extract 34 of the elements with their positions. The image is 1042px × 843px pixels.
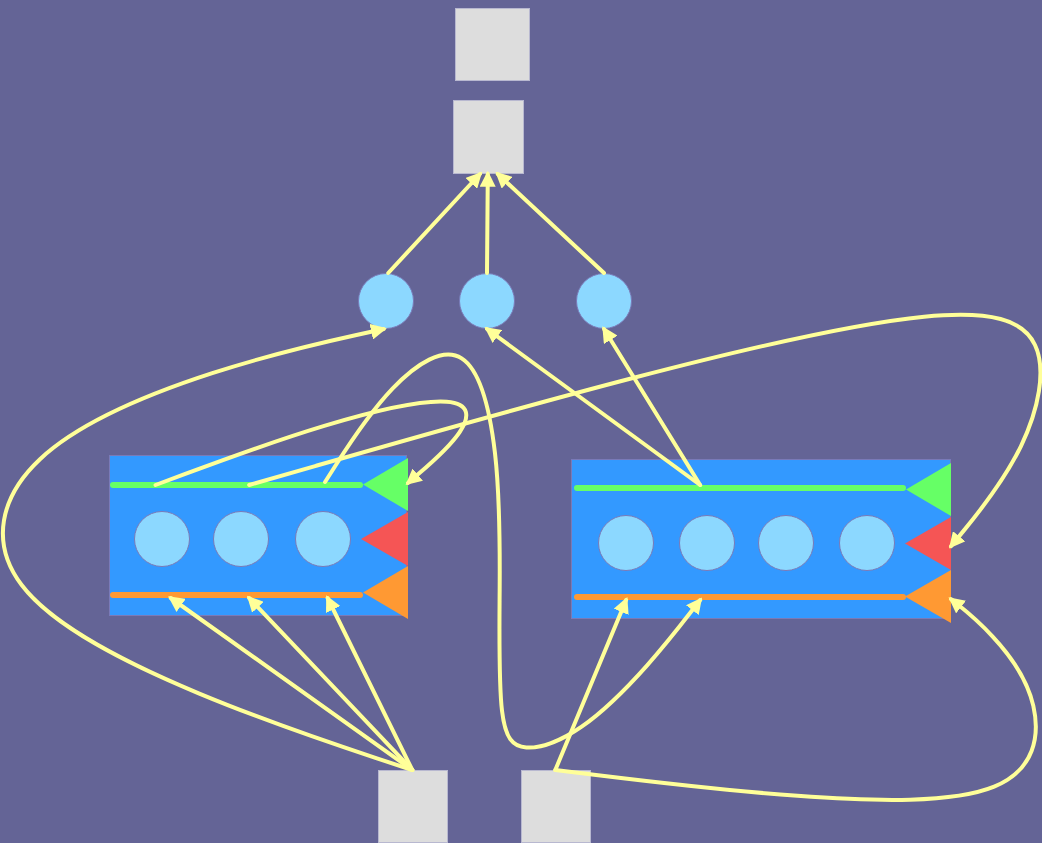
line-bar: [110, 592, 363, 598]
line-bar: [574, 594, 906, 600]
circle: [213, 511, 269, 567]
arrow: [325, 595, 415, 772]
triangle-marker: [906, 463, 951, 516]
arrow: [386, 171, 483, 275]
square-block: [453, 100, 524, 174]
circle: [758, 515, 814, 571]
circle: [576, 273, 632, 329]
arrow: [553, 597, 1038, 802]
triangle-marker: [361, 512, 408, 566]
triangle-marker: [363, 566, 408, 619]
arrow: [602, 326, 703, 487]
circle: [598, 515, 654, 571]
line-bar: [110, 482, 363, 488]
square-block: [455, 8, 530, 81]
circle: [679, 515, 735, 571]
circle: [839, 515, 895, 571]
arrow: [247, 312, 1042, 549]
square-block: [521, 770, 591, 843]
arrow: [495, 171, 606, 275]
circle: [295, 511, 351, 567]
panel: [109, 455, 407, 616]
arrow: [479, 170, 496, 275]
circle: [459, 273, 515, 329]
arrow: [323, 352, 703, 750]
triangle-marker: [905, 517, 951, 570]
arrow: [153, 399, 469, 487]
triangle-marker: [363, 458, 408, 511]
line-bar: [574, 485, 906, 491]
circle: [358, 273, 414, 329]
triangle-marker: [905, 570, 951, 623]
circle: [134, 511, 190, 567]
square-block: [378, 770, 448, 843]
